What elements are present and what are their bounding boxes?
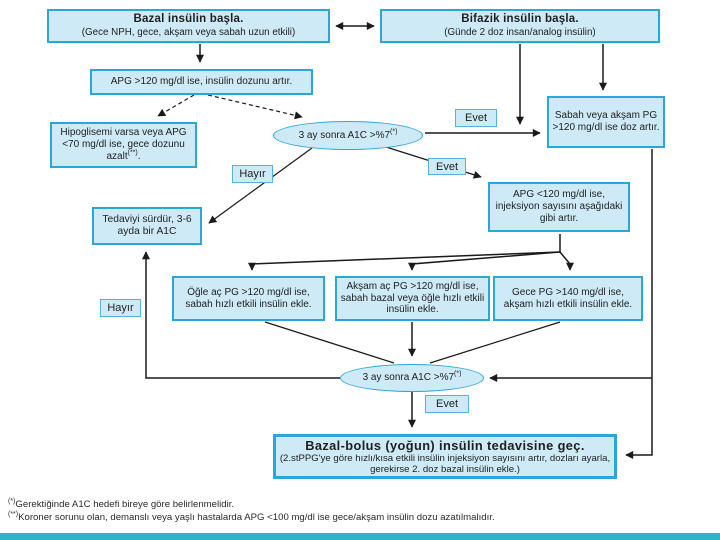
node-title: Bazal-bolus (yoğun) insülin tedavisine g… [305, 437, 585, 453]
node-text: Sabah veya akşam PG >120 mg/dl ise doz a… [552, 110, 660, 133]
node-text: 3 ay sonra A1C >%7(*) [362, 370, 462, 384]
decision-a1c-2: 3 ay sonra A1C >%7(*) [340, 364, 484, 392]
edge-label-hayir-1: Hayır [232, 165, 273, 183]
node-subtitle: (Gece NPH, gece, akşam veya sabah uzun e… [81, 27, 296, 38]
node-apg-dozunu-artir: APG >120 mg/dl ise, insülin dozunu artır… [90, 69, 313, 95]
node-bifazik-insulin: Bifazik insülin başla. (Günde 2 doz insa… [380, 9, 660, 43]
edge-label-evet-1: Evet [455, 109, 497, 127]
node-aksam-ac-pg: Akşam aç PG >120 mg/dl ise, sabah bazal … [335, 276, 490, 321]
decision-a1c-1: 3 ay sonra A1C >%7(*) [273, 121, 423, 150]
node-hipoglisemi: Hipoglisemi varsa veya APG <70 mg/dl ise… [50, 122, 197, 168]
node-text: Akşam aç PG >120 mg/dl ise, sabah bazal … [340, 280, 485, 316]
node-gece-pg: Gece PG >140 mg/dl ise, akşam hızlı etki… [493, 276, 643, 321]
node-apg-altinda-injeksiyon: APG <120 mg/dl ise, injeksiyon sayısını … [488, 182, 630, 232]
node-text: Tedaviyi sürdür, 3-6 ayda bir A1C [102, 213, 192, 237]
node-text: Öğle aç PG >120 mg/dl ise, sabah hızlı e… [185, 286, 312, 310]
node-text: APG >120 mg/dl ise, insülin dozunu artır… [110, 76, 293, 88]
node-text: Gece PG >140 mg/dl ise, akşam hızlı etki… [503, 286, 633, 310]
accent-bar [0, 533, 720, 540]
node-title: Bifazik insülin başla. [461, 13, 579, 26]
node-subtitle: (2.stPPG'ye göre hızlı/kısa etkili insül… [279, 452, 611, 476]
node-bazal-insulin: Bazal insülin başla. (Gece NPH, gece, ak… [47, 9, 330, 43]
node-subtitle: (Günde 2 doz insan/analog insülin) [444, 27, 596, 38]
footnote-2: (**)Koroner sorunu olan, demanslı veya y… [8, 511, 495, 524]
node-text: 3 ay sonra A1C >%7(*) [298, 128, 398, 141]
node-title: Bazal insülin başla. [133, 13, 244, 26]
node-tedaviyi-surdur: Tedaviyi sürdür, 3-6 ayda bir A1C [92, 207, 202, 245]
edge-label-evet-3: Evet [425, 395, 469, 413]
node-bazal-bolus: Bazal-bolus (yoğun) insülin tedavisine g… [273, 434, 617, 479]
node-sabah-aksam-doz-artir: Sabah veya akşam PG >120 mg/dl ise doz a… [547, 96, 665, 148]
footnotes: (*)Gerektiğinde A1C hedefi bireye göre b… [8, 498, 495, 525]
edge-label-evet-2: Evet [428, 158, 466, 175]
edge-label-hayir-2: Hayır [100, 299, 141, 317]
footnote-1: (*)Gerektiğinde A1C hedefi bireye göre b… [8, 497, 235, 510]
node-ogle-ac-pg: Öğle aç PG >120 mg/dl ise, sabah hızlı e… [172, 276, 325, 321]
node-text: Hipoglisemi varsa veya APG <70 mg/dl ise… [60, 127, 187, 162]
node-text: APG <120 mg/dl ise, injeksiyon sayısını … [495, 189, 623, 224]
